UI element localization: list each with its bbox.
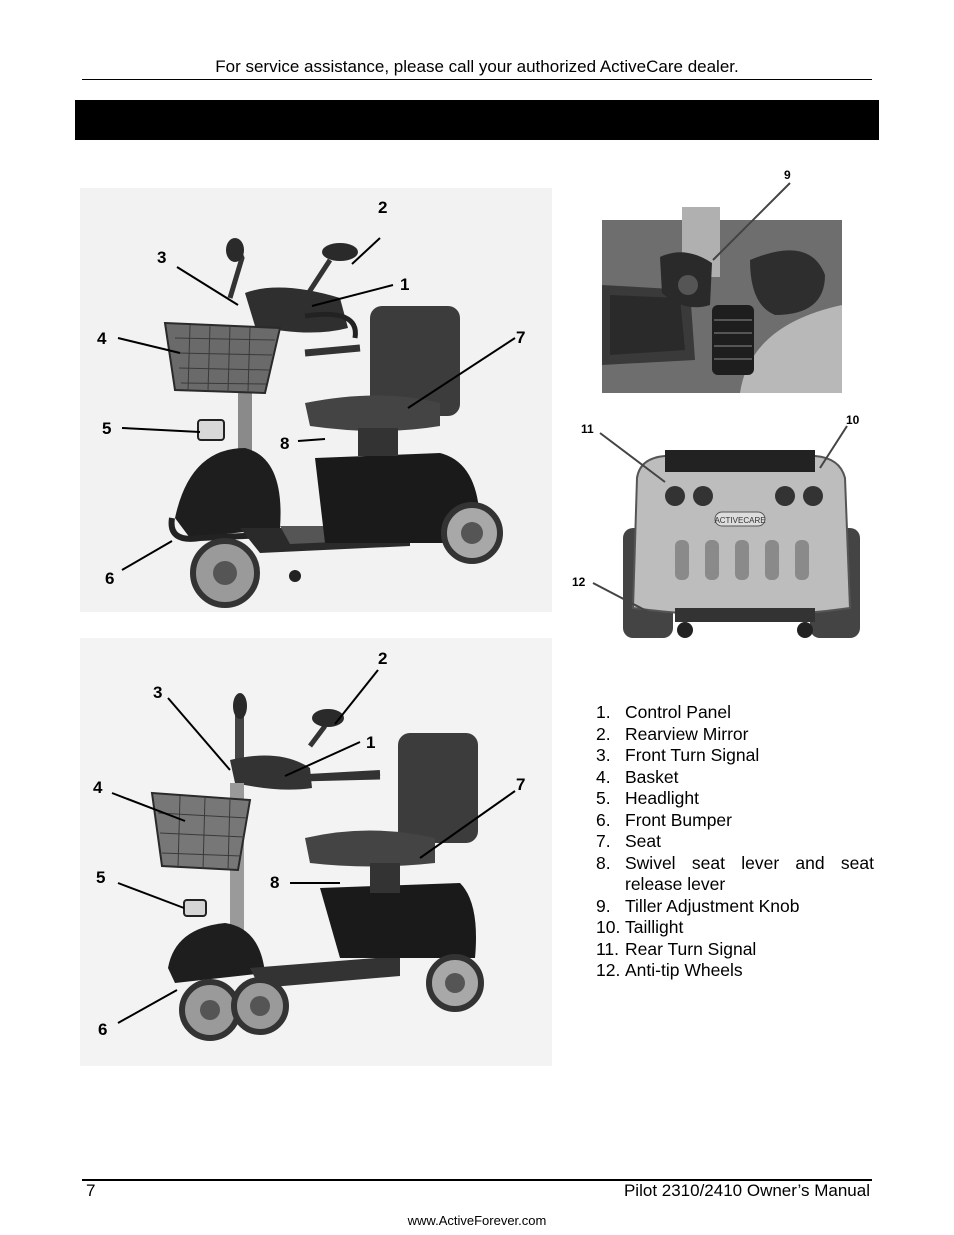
manual-title: Pilot 2310/2410 Owner’s Manual	[623, 1181, 870, 1200]
list-item: 11.Rear Turn Signal	[596, 938, 757, 959]
callout-12: 12	[572, 575, 586, 589]
header-rule	[82, 79, 872, 80]
section-title-bar	[75, 100, 879, 140]
parts-list: 1.Control Panel 2.Rearview Mirror 3.Fron…	[596, 702, 874, 982]
callout-1: 1	[366, 733, 375, 752]
callout-11: 11	[581, 422, 594, 436]
callout-4: 4	[93, 778, 103, 797]
list-item: 12.Anti-tip Wheels	[596, 960, 743, 980]
callout-10: 10	[846, 413, 860, 427]
list-item: 7.Seat	[596, 831, 661, 851]
list-item: 4.Basket	[596, 766, 679, 787]
callout-8: 8	[280, 434, 289, 453]
callout-9: 9	[784, 168, 791, 182]
callout-3: 3	[153, 683, 162, 702]
callout-8: 8	[270, 873, 279, 892]
list-item: 3.Front Turn Signal	[596, 745, 760, 765]
list-item: 5.Headlight	[596, 788, 699, 808]
list-item: 8.Swivel seat lever and seat release lev…	[596, 852, 874, 895]
callout-2: 2	[378, 649, 387, 668]
callout-6: 6	[98, 1020, 107, 1039]
callout-2: 2	[378, 198, 387, 217]
website-url: www.ActiveForever.com	[407, 1213, 547, 1228]
callout-4: 4	[97, 329, 107, 348]
list-item: 10.Taillight	[596, 917, 684, 937]
page-number: 7	[86, 1181, 96, 1200]
callout-7: 7	[516, 328, 525, 347]
list-item: 6.Front Bumper	[596, 809, 732, 830]
figure-rear-view: ACTIVECARE 11 10 12	[565, 408, 875, 653]
callout-6: 6	[105, 569, 114, 588]
callout-3: 3	[157, 248, 166, 267]
callout-7: 7	[516, 775, 525, 794]
footer-rule	[82, 1179, 872, 1181]
callout-5: 5	[102, 419, 111, 438]
figure-tiller-detail: 9	[600, 165, 845, 395]
list-item: 9.Tiller Adjustment Knob	[596, 895, 800, 916]
figure-3wheel-scooter: 2 1 3 4 5 6 7 8	[80, 188, 552, 612]
header-service-note: For service assistance, please call your…	[215, 57, 739, 76]
rear-logo-text: ACTIVECARE	[714, 516, 765, 525]
callout-5: 5	[96, 868, 105, 887]
list-item: 1.Control Panel	[596, 702, 732, 722]
callout-1: 1	[400, 275, 409, 294]
list-item: 2.Rearview Mirror	[596, 723, 749, 744]
figure-4wheel-scooter: 2 1 3 4 5 6 7 8	[80, 638, 552, 1066]
